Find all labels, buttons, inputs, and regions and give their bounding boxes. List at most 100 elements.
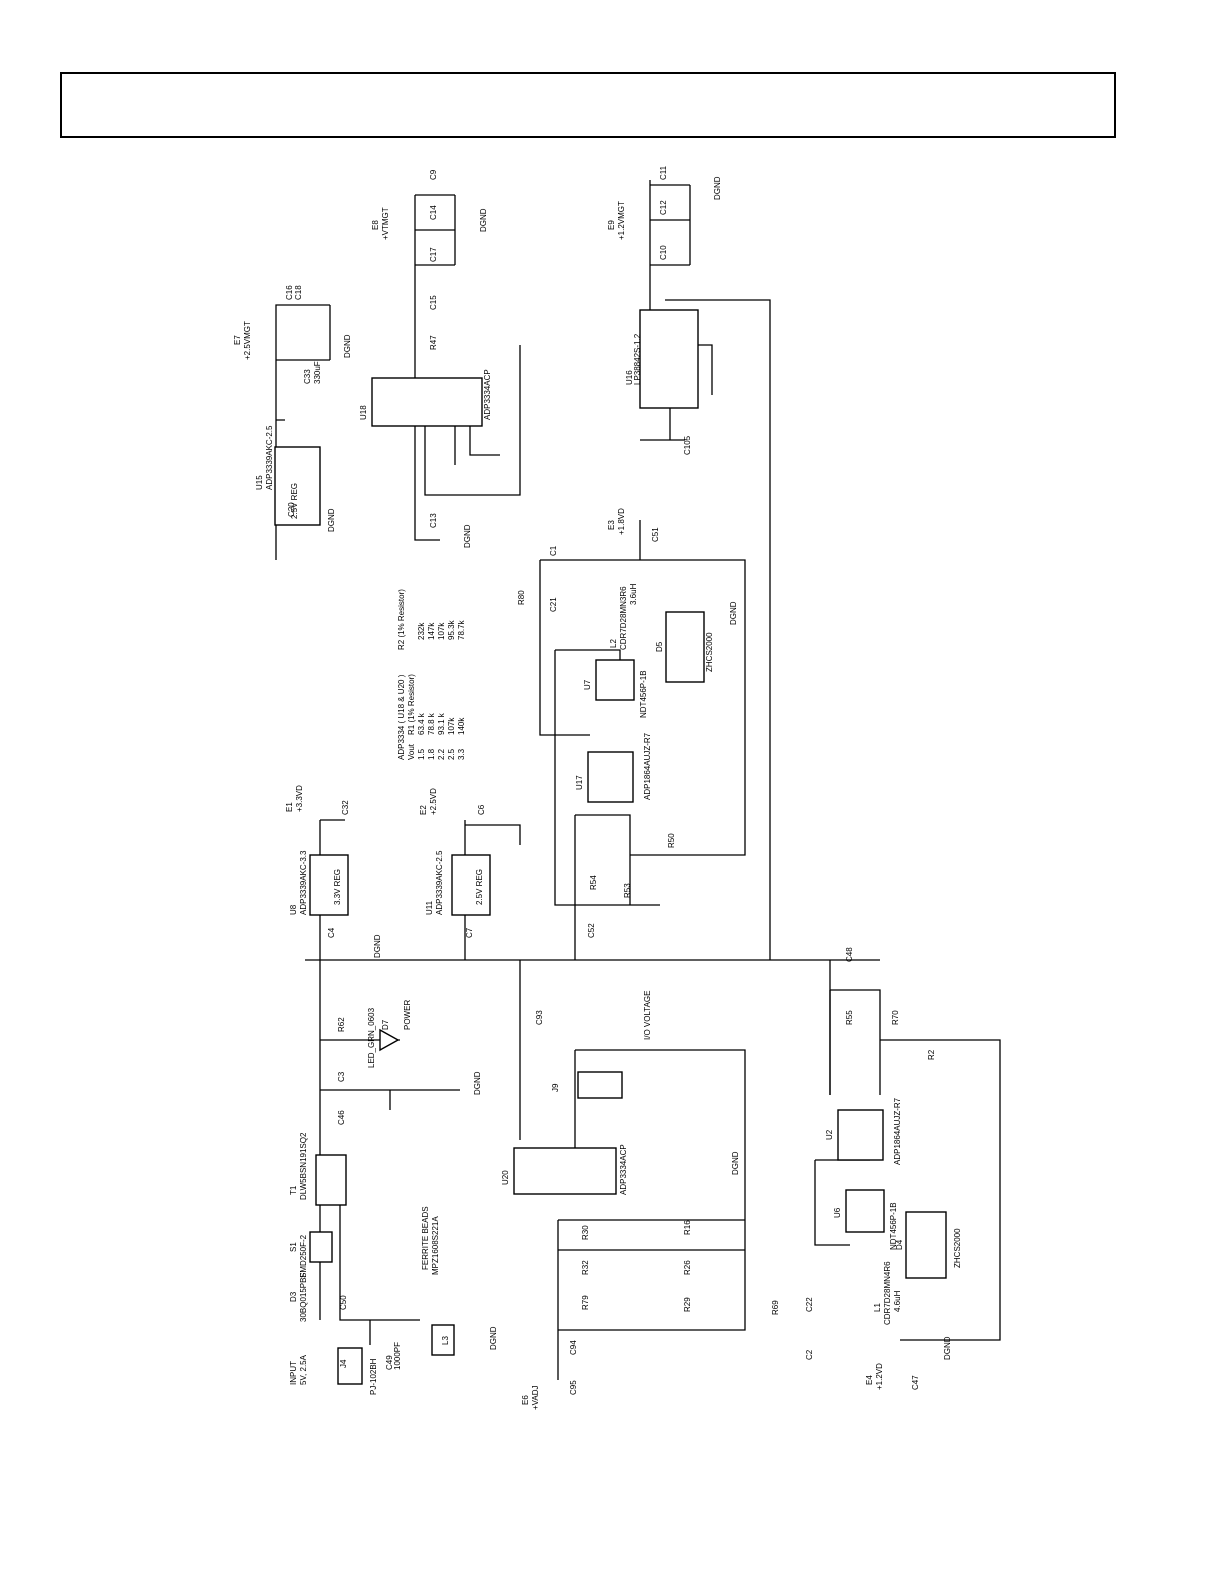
c10-ref: C10 (659, 245, 668, 260)
c4-ref: C4 (327, 927, 336, 938)
table-title-right: R2 (1% Resistor) (397, 589, 406, 650)
io-voltage-label: I/O VOLTAGE (643, 991, 652, 1041)
c48-ref: C48 (845, 947, 854, 962)
gnd-c13: DGND (463, 524, 472, 548)
e3-net: +1.8VD (617, 508, 626, 535)
l1-part: CDR7D28MN4R6 (883, 1261, 892, 1325)
u8-u11-section: U8 ADP3339AKC-3.3 3.3V REG U11 ADP3339AK… (285, 785, 596, 958)
table-row-4-r2: 95.3k (447, 619, 456, 640)
c20-ref: C20 (287, 502, 296, 517)
ferrite-note: FERRITE BEADS (421, 1206, 430, 1270)
table-row-4-r1: 107k (447, 717, 456, 735)
u17-section: U17 ADP1864AUJZ-R7 U7 NDT456P-1B D5 ZHCS… (517, 508, 746, 960)
d5-part: ZHCS2000 (705, 632, 714, 672)
u17-body (587, 751, 634, 803)
u15-part: ADP3339AKC-2.5 (265, 425, 274, 490)
c51-ref: C51 (651, 527, 660, 542)
u16-ref: U16 (625, 370, 634, 385)
u15-ref: U15 (255, 475, 264, 490)
e4-net: +1.2VD (875, 1363, 884, 1390)
input-section: T1 DLW5BSN191SQ2 S1 SMD250F-2 D3 30BQ015… (289, 1132, 498, 1395)
e1-ref: E1 (285, 802, 294, 812)
c49-val: 1000PF (393, 1342, 402, 1370)
u16-part: LP38842S-1.2 (633, 333, 642, 385)
c105-ref: C105 (683, 435, 692, 455)
table-col-r1: R1 (1% Resistor) (407, 674, 416, 735)
r16-ref: R16 (683, 1220, 692, 1235)
r79-ref: R79 (581, 1295, 590, 1310)
c32-ref: C32 (341, 800, 350, 815)
u17-ref: U17 (575, 775, 584, 790)
title-block (60, 72, 1116, 138)
c2-ref: C2 (805, 1349, 814, 1360)
u2-section: U2 ADP1864AUJZ-R7 U6 NDT456P-1B D4 ZHCS2… (771, 947, 1001, 1390)
main-bus (305, 915, 880, 1320)
r32-ref: R32 (581, 1260, 590, 1275)
c3-ref: C3 (337, 1071, 346, 1082)
j9-header (577, 1071, 623, 1099)
c6-ref: C6 (477, 804, 486, 815)
e3-ref: E3 (607, 520, 616, 530)
s1-body (309, 1231, 333, 1263)
table-row-4-vout: 2.5 (447, 748, 456, 760)
r80-ref: R80 (517, 590, 526, 605)
gnd-c3: DGND (473, 1071, 482, 1095)
c9-ref: C9 (429, 169, 438, 180)
u7-body (595, 659, 635, 701)
e4-ref: E4 (865, 1375, 874, 1385)
j4-part: PJ-102BH (369, 1358, 378, 1395)
t1-body (315, 1154, 347, 1206)
u16-body (639, 309, 699, 409)
l3-body (431, 1324, 455, 1356)
c18-ref: C18 (294, 285, 303, 300)
t1-part: DLW5BSN191SQ2 (299, 1132, 308, 1200)
e7-net: +2.5VMGT (243, 321, 252, 360)
c14-ref: C14 (429, 205, 438, 220)
u20-ref: U20 (501, 1170, 510, 1185)
u15-section: 2.5V REG U15 ADP3339AKC-2.5 E7 +2.5VMGT … (233, 285, 352, 560)
u18-body (371, 377, 483, 427)
l2-val: 3.6uH (629, 583, 638, 605)
r55-ref: R55 (845, 1010, 854, 1025)
gnd-u15: DGND (343, 334, 352, 358)
u20-section: U20 ADP3334ACP J9 I/O VOLTAGE R30 R32 R7… (501, 991, 746, 1410)
u8-ref: U8 (289, 904, 298, 915)
gnd-u20: DGND (731, 1151, 740, 1175)
c49-ref: C49 (385, 1355, 394, 1370)
u15-body-label: 2.5V REG (290, 483, 299, 519)
u8-part: ADP3339AKC-3.3 (299, 850, 308, 915)
d3-ref: D3 (289, 1291, 298, 1302)
c47-ref: C47 (911, 1375, 920, 1390)
table-row-1-r1: 63.4 k (417, 712, 426, 735)
l2-part: CDR7D28MN3R6 (619, 586, 628, 650)
c94-ref: C94 (569, 1340, 578, 1355)
e1-net: +3.3VD (295, 785, 304, 812)
e9-net: +1.2VMGT (617, 201, 626, 240)
table-row-2-r2: 147k (427, 622, 436, 640)
j9-ref: J9 (551, 1083, 560, 1092)
s1-ref: S1 (289, 1242, 298, 1252)
r53-ref: R53 (623, 883, 632, 898)
d5-body (665, 611, 705, 683)
input-label: INPUT (289, 1361, 298, 1385)
gnd-u8: DGND (373, 934, 382, 958)
e2-ref: E2 (419, 805, 428, 815)
e7-ref: E7 (233, 335, 242, 345)
c17-ref: C17 (429, 247, 438, 262)
u2-body (837, 1109, 884, 1161)
c33-ref: C33 (303, 369, 312, 384)
gnd-u16: DGND (713, 176, 722, 200)
u8-body-label: 3.3V REG (333, 869, 342, 905)
d4-part: ZHCS2000 (953, 1228, 962, 1268)
d3-part: 30BQ015PBF (299, 1273, 308, 1322)
c13-ref: C13 (429, 513, 438, 528)
u17-part: ADP1864AUJZ-R7 (643, 732, 652, 800)
gnd-d5: DGND (729, 601, 738, 625)
table-row-5-r2: 78.7k (457, 619, 466, 640)
r54-ref: R54 (589, 875, 598, 890)
e6-net: +VADJ (531, 1385, 540, 1410)
r50-ref: R50 (667, 833, 676, 848)
u16-section: U16 LP38842S-1.2 E9 +1.2VMGT C11 C12 C10… (607, 165, 771, 960)
t1-ref: T1 (289, 1185, 298, 1195)
